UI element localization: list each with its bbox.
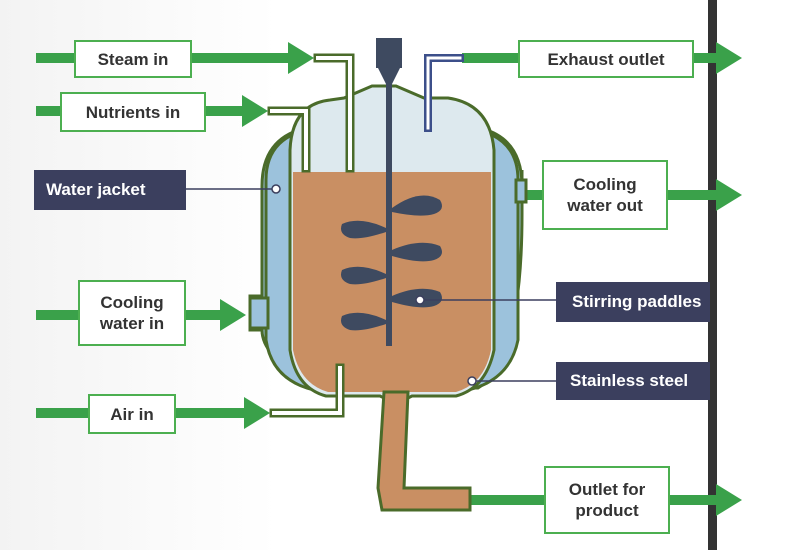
stainless-steel-label: Stainless steel (556, 362, 710, 400)
water-jacket-pointer (271, 184, 281, 194)
air-in-arrow-tail (36, 408, 90, 418)
exhaust-arrow-shaft-right (692, 53, 718, 63)
jacket-outlet-nozzle (514, 178, 528, 204)
product-arrow-shaft-left (432, 495, 546, 505)
nutrients-in-arrow-head (242, 95, 268, 127)
product-arrow-shaft-right (668, 495, 718, 505)
cooling-water-in-arrow-shaft (186, 310, 222, 320)
cooling-water-out-arrow-head (716, 179, 742, 211)
steam-in-arrow-head (288, 42, 314, 74)
stirring-paddle (341, 312, 386, 331)
stirring-paddle (392, 242, 442, 262)
product-outlet-pipe (376, 390, 472, 512)
exhaust-arrow-shaft-left (462, 53, 522, 63)
product-arrow-head (716, 484, 742, 516)
nutrients-pipe-inner (270, 109, 308, 170)
steam-in-label: Steam in (74, 40, 192, 78)
stirrer-shaft (386, 84, 392, 346)
stirring-paddle (341, 266, 386, 285)
air-in-label: Air in (88, 394, 176, 434)
cooling-water-out-arrow-shaft-left (520, 190, 544, 200)
stirrer-motor (376, 38, 402, 68)
water-jacket-label: Water jacket (34, 170, 186, 210)
outlet-for-product-label: Outlet for product (544, 466, 670, 534)
nutrients-in-arrow-shaft (204, 106, 244, 116)
air-pipe-inner (272, 366, 342, 415)
nutrients-in-label: Nutrients in (60, 92, 206, 132)
exhaust-arrow-head (716, 42, 742, 74)
cooling-water-in-label: Cooling water in (78, 280, 186, 346)
exhaust-pipe-inner (426, 56, 462, 130)
steam-in-arrow-tail (36, 53, 76, 63)
stirring-paddle (392, 195, 442, 216)
cooling-water-out-label: Cooling water out (542, 160, 668, 230)
stirring-paddles-pointer (415, 295, 425, 305)
steam-in-arrow-shaft (190, 53, 290, 63)
jacket-inlet-nozzle (248, 296, 270, 330)
exhaust-outlet-label: Exhaust outlet (518, 40, 694, 78)
cooling-water-in-arrow-tail (36, 310, 80, 320)
cooling-water-in-arrow-head (220, 299, 246, 331)
stirrer-coupling (378, 68, 400, 84)
air-in-arrow-shaft (174, 408, 246, 418)
nutrients-in-arrow-tail (36, 106, 62, 116)
steam-pipe-inner (316, 56, 352, 170)
stirring-paddle (341, 220, 386, 239)
air-in-arrow-head (244, 397, 270, 429)
divider-wall (708, 0, 717, 550)
cooling-water-out-arrow-shaft-right (666, 190, 718, 200)
stirring-paddles-label: Stirring paddles (556, 282, 710, 322)
stainless-steel-pointer (467, 376, 477, 386)
